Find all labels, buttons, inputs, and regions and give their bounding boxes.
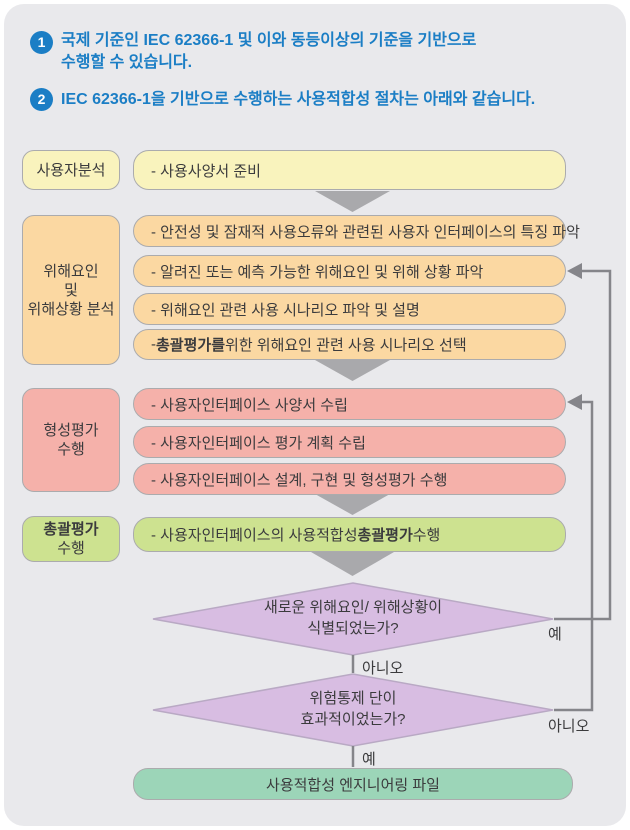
stage-label-summative-evaluation: 총괄평가 수행 [22, 516, 120, 562]
header-item1-line1: 국제 기준인 IEC 62366-1 및 이와 동등이상의 기준을 기반으로 [61, 32, 477, 49]
decision1-no-label: 아니오 [362, 660, 404, 677]
flow-box-use-specification: - 사용사양서 준비 [133, 150, 566, 190]
decision1-yes-label: 예 [548, 626, 562, 643]
flow-box-text: - 위해요인 관련 사용 시나리오 파악 및 설명 [151, 301, 420, 319]
decision1-line1: 새로운 위해요인/ 위해상황이 [263, 599, 443, 616]
stage-label-text: 총괄평가 [43, 520, 98, 539]
feedback-loop-outer [554, 269, 612, 621]
flow-box-ui-specification: - 사용자인터페이스 사양서 수립 [133, 388, 566, 420]
number-1-badge: 1 [30, 31, 53, 54]
stage-label-text: 사용자분석 [36, 161, 106, 179]
stage-label-text: 수행 [57, 441, 85, 458]
flow-box-text-bold: 총괄평가 [357, 527, 413, 544]
flow-box-evaluation-plan: - 사용자인터페이스 평가 계획 수립 [133, 426, 566, 458]
flow-box-text: - 사용자인터페이스 설계, 구현 및 형성평가 수행 [151, 471, 448, 489]
flow-box-text-post: 수행 [412, 527, 441, 544]
flow-box-text-pre: - [151, 336, 156, 353]
flow-box-ui-characteristics: - 안전성 및 잠재적 사용오류와 관련된 사용자 인터페이스의 특징 파악 [133, 215, 580, 247]
flow-box-text: - 알려진 또는 예측 가능한 위해요인 및 위해 상황 파악 [151, 263, 484, 281]
stage-label-text: 형성평가 [43, 422, 99, 439]
decision2-diamond [152, 673, 554, 747]
flow-box-summative-evaluation: - 사용자인터페이스의 사용적합성 총괄평가 수행 [133, 517, 566, 552]
decision2-no-label: 아니오 [548, 718, 590, 735]
stage-label-formative-evaluation: 형성평가 수행 [22, 388, 120, 492]
decision2-text: 위험통제 단이 효과적이었는가? [203, 688, 503, 730]
flow-box-usability-engineering-file: 사용적합성 엔지니어링 파일 [133, 768, 573, 800]
decision1-text: 새로운 위해요인/ 위해상황이 식별되었는가? [203, 597, 503, 639]
flow-box-known-hazards: - 알려진 또는 예측 가능한 위해요인 및 위해 상황 파악 [133, 255, 566, 287]
flow-box-text: - 사용사양서 준비 [151, 162, 261, 180]
stage-label-text: 수행 [57, 540, 85, 557]
flow-box-text: - 사용자인터페이스 평가 계획 수립 [151, 434, 366, 452]
stage-label-user-analysis: 사용자분석 [22, 150, 120, 190]
flow-box-use-scenarios: - 위해요인 관련 사용 시나리오 파악 및 설명 [133, 293, 566, 325]
left-arrowhead-icon [567, 263, 582, 279]
flow-box-text: 사용적합성 엔지니어링 파일 [266, 776, 440, 794]
flow-box-text-bold: 총괄평가를 [156, 337, 226, 354]
stage-label-text: 위해요인 [43, 262, 99, 280]
flow-box-text-post: 위한 위해요인 관련 사용 시나리오 선택 [225, 337, 467, 354]
decision1-line2: 식별되었는가? [307, 620, 399, 637]
decision2-line1: 위험통제 단이 [309, 690, 397, 707]
header-item2: IEC 62366-1을 기반으로 수행하는 사용적합성 절차는 아래와 같습니… [61, 89, 535, 111]
stage-label-hazard-analysis: 위해요인 및 위해상황 분석 [22, 215, 120, 365]
number-2-text: 2 [37, 91, 46, 107]
number-1-text: 1 [37, 34, 46, 50]
decision2-line2: 효과적이었는가? [300, 711, 406, 728]
flow-box-text: - 사용자인터페이스 사양서 수립 [151, 396, 348, 414]
left-arrowhead-icon [567, 394, 582, 410]
header-item2-line1: IEC 62366-1을 기반으로 수행하는 사용적합성 절차는 아래와 같습니… [61, 91, 536, 108]
flow-box-text-pre: - 사용자인터페이스의 사용적합성 [151, 527, 358, 544]
stage-label-text: 위해상황 분석 [27, 300, 115, 318]
down-arrow-icon [311, 552, 394, 576]
flow-box-text: - 안전성 및 잠재적 사용오류와 관련된 사용자 인터페이스의 특징 파악 [151, 223, 580, 241]
flow-box-design-implementation: - 사용자인터페이스 설계, 구현 및 형성평가 수행 [133, 463, 566, 495]
header-item1: 국제 기준인 IEC 62366-1 및 이와 동등이상의 기준을 기반으로 수… [61, 30, 476, 74]
header-item1-line2: 수행할 수 있습니다. [61, 54, 193, 71]
flow-box-scenario-selection: - 총괄평가를 위한 위해요인 관련 사용 시나리오 선택 [133, 329, 566, 360]
down-arrow-icon [315, 494, 390, 515]
down-arrow-icon [315, 191, 390, 212]
number-2-badge: 2 [30, 88, 53, 111]
down-arrow-icon [315, 360, 390, 381]
stage-label-text: 및 [64, 281, 78, 299]
decision1-diamond [152, 582, 554, 656]
stage-label-bold: 총괄평가 [43, 521, 99, 538]
decision2-yes-label: 예 [362, 751, 376, 768]
